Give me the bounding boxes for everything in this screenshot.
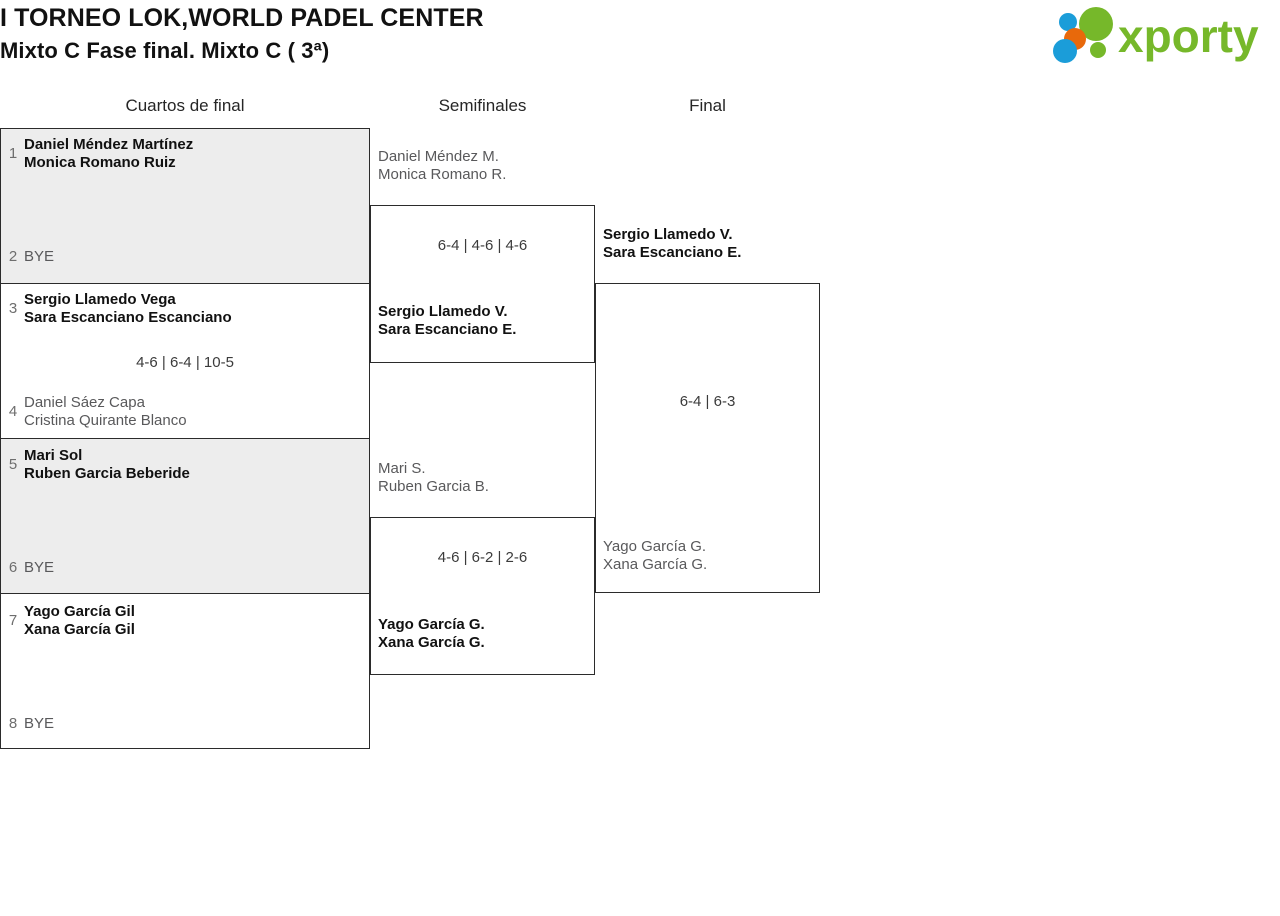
team-names: Daniel Méndez Martínez Monica Romano Rui… xyxy=(24,136,193,172)
match-score-final: 6-4 | 6-3 xyxy=(679,393,736,410)
team-names: Sergio Llamedo Vega Sara Escanciano Esca… xyxy=(24,291,232,327)
bracket-entry[interactable]: 8 BYE xyxy=(2,706,368,733)
player-name-2: Ruben Garcia B. xyxy=(378,478,489,495)
bracket-entry[interactable]: 4 Daniel Sáez Capa Cristina Quirante Bla… xyxy=(2,394,368,430)
bracket-entry[interactable]: Sergio Llamedo V. Sara Escanciano E. xyxy=(595,226,820,262)
bracket-entry[interactable]: 3 Sergio Llamedo Vega Sara Escanciano Es… xyxy=(2,291,368,327)
player-name-1: Yago García G. xyxy=(378,616,485,633)
seed-number: 4 xyxy=(8,403,18,420)
team-names: BYE xyxy=(24,239,54,266)
player-name-1: Yago García Gil xyxy=(24,603,135,620)
seed-number: 7 xyxy=(8,612,18,629)
player-name-2: Monica Romano R. xyxy=(378,166,507,183)
player-name-2: Xana García Gil xyxy=(24,621,135,638)
player-name-1: Yago García G. xyxy=(603,538,707,555)
match-score-sf2: 4-6 | 6-2 | 2-6 xyxy=(437,549,528,566)
player-name-2: Monica Romano Ruiz xyxy=(24,154,176,171)
tournament-phase: Mixto C Fase final. Mixto C ( 3ª) xyxy=(0,38,330,63)
round-header-final: Final xyxy=(689,96,726,115)
match-score-qf2: 4-6 | 6-4 | 10-5 xyxy=(136,354,234,371)
svg-text:xporty: xporty xyxy=(1118,10,1259,62)
match-cell-sf1[interactable] xyxy=(370,205,595,363)
team-names: Sergio Llamedo V. Sara Escanciano E. xyxy=(603,226,741,262)
team-names: Yago García G. Xana García G. xyxy=(603,538,707,574)
player-name-2: Cristina Quirante Blanco xyxy=(24,412,187,429)
seed-number: 1 xyxy=(8,145,18,162)
player-name-1: Daniel Méndez M. xyxy=(378,148,499,165)
tournament-name: I TORNEO LOK,WORLD PADEL CENTER xyxy=(0,4,484,32)
team-names: Mari S. Ruben Garcia B. xyxy=(378,460,489,496)
page-header: I TORNEO LOK,WORLD PADEL CENTER Mixto C … xyxy=(0,0,1280,78)
player-name-2: Sara Escanciano Escanciano xyxy=(24,309,232,326)
player-name-2: Sara Escanciano E. xyxy=(603,244,742,261)
player-name-2: Ruben Garcia Beberide xyxy=(24,465,190,482)
player-name-1: Mari Sol xyxy=(24,447,83,464)
player-name-1: Sergio Llamedo Vega xyxy=(24,291,176,308)
player-name-1: BYE xyxy=(24,248,55,265)
bracket-entry[interactable]: 2 BYE xyxy=(2,239,368,266)
match-cell-final[interactable] xyxy=(595,283,820,593)
team-names: Mari Sol Ruben Garcia Beberide xyxy=(24,447,190,483)
player-name-2: Sara Escanciano E. xyxy=(378,321,517,338)
bracket-entry[interactable]: 6 BYE xyxy=(2,550,368,577)
match-cell-qf4[interactable] xyxy=(0,593,370,749)
match-cell-qf1[interactable] xyxy=(0,128,370,284)
player-name-1: BYE xyxy=(24,559,55,576)
bracket-entry[interactable]: Daniel Méndez M. Monica Romano R. xyxy=(370,148,595,184)
match-score-sf1: 6-4 | 4-6 | 4-6 xyxy=(437,237,528,254)
bracket-entry[interactable]: Sergio Llamedo V. Sara Escanciano E. xyxy=(370,303,595,339)
bracket-entry[interactable]: Yago García G. Xana García G. xyxy=(595,538,820,574)
player-name-2: Xana García G. xyxy=(603,556,708,573)
seed-number: 2 xyxy=(8,248,18,265)
team-names: Yago García Gil Xana García Gil xyxy=(24,603,135,639)
player-name-1: Mari S. xyxy=(378,460,426,477)
player-name-1: Daniel Méndez Martínez xyxy=(24,136,194,153)
player-name-2: Xana García G. xyxy=(378,634,485,651)
seed-number: 5 xyxy=(8,456,18,473)
player-name-1: Daniel Sáez Capa xyxy=(24,394,145,411)
bracket-entry[interactable]: Mari S. Ruben Garcia B. xyxy=(370,460,595,496)
team-names: Daniel Sáez Capa Cristina Quirante Blanc… xyxy=(24,394,187,430)
seed-number: 3 xyxy=(8,300,18,317)
tournament-title-block: I TORNEO LOK,WORLD PADEL CENTER Mixto C … xyxy=(0,2,484,66)
bracket-entry[interactable]: Yago García G. Xana García G. xyxy=(370,616,595,652)
player-name-1: Sergio Llamedo V. xyxy=(603,226,733,243)
player-name-1: Sergio Llamedo V. xyxy=(378,303,508,320)
bracket-entry[interactable]: 1 Daniel Méndez Martínez Monica Romano R… xyxy=(2,136,368,172)
seed-number: 6 xyxy=(8,559,18,576)
team-names: BYE xyxy=(24,706,54,733)
player-name-1: BYE xyxy=(24,715,55,732)
xporty-logo[interactable]: xporty xyxy=(1046,6,1274,68)
team-names: BYE xyxy=(24,550,54,577)
team-names: Daniel Méndez M. Monica Romano R. xyxy=(378,148,506,184)
match-cell-sf2[interactable] xyxy=(370,517,595,675)
team-names: Yago García G. Xana García G. xyxy=(378,616,485,652)
seed-number: 8 xyxy=(8,715,18,732)
round-header-quarterfinals: Cuartos de final xyxy=(125,96,245,115)
bracket-entry[interactable]: 5 Mari Sol Ruben Garcia Beberide xyxy=(2,447,368,483)
bracket-entry[interactable]: 7 Yago García Gil Xana García Gil xyxy=(2,603,368,639)
team-names: Sergio Llamedo V. Sara Escanciano E. xyxy=(378,303,516,339)
match-cell-qf2[interactable] xyxy=(0,283,370,439)
round-header-semifinals: Semifinales xyxy=(438,96,527,115)
